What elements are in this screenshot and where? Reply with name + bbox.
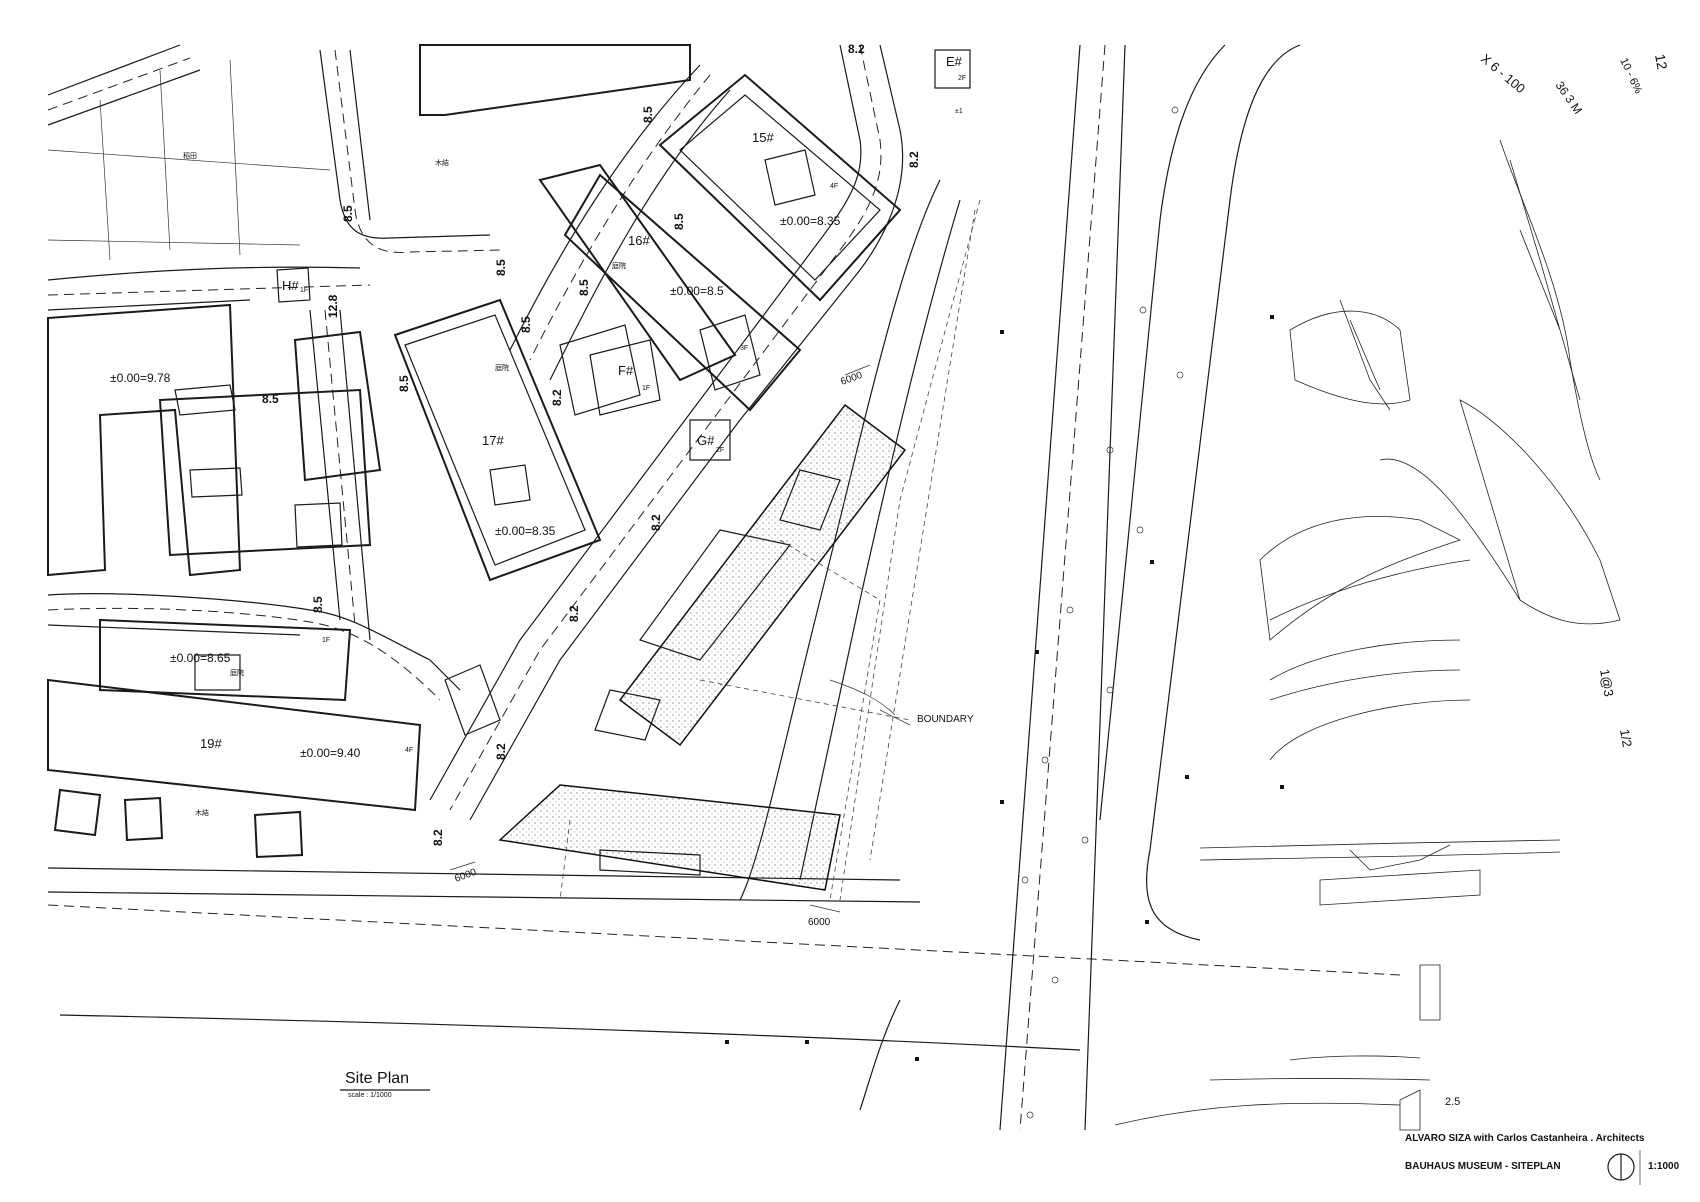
dimension-label: 8.2 (907, 151, 921, 168)
dimension-label: 8.5 (494, 259, 508, 276)
sketch-note: 2.5 (1445, 1096, 1460, 1108)
floor-label: 4F (405, 747, 413, 754)
dimension-label: 8.2 (494, 743, 508, 760)
level-label: ±0.00=9.40 (300, 746, 361, 760)
cjk-label: 稻田 (183, 151, 197, 160)
level-label: ±0.00=8.35 (495, 524, 556, 538)
dimension-label: 8.5 (397, 375, 411, 392)
level-label: ±0.00=8.65 (170, 651, 231, 665)
drawing-scale: 1:1000 (1648, 1161, 1680, 1172)
sketch-note: 36 3 M (1553, 79, 1586, 117)
dimension-label: 8.5 (519, 316, 533, 333)
dimension-label: 8.5 (262, 392, 279, 406)
dimension-label: 8.2 (550, 389, 564, 406)
dimension-label: 8.2 (431, 829, 445, 846)
building-g-floors: 2F (716, 447, 724, 454)
tree-markers (725, 106, 1284, 1119)
cjk-label: 庭院 (495, 363, 509, 372)
sketch-note: X 6 - 100 (1478, 51, 1528, 96)
building-h-floors: 1F (300, 287, 308, 294)
building-e-floors: 2F (958, 75, 966, 82)
dimension-label: 8.2 (567, 605, 581, 622)
cjk-label: 木結 (435, 158, 449, 167)
level-label: ±0.00=9.78 (110, 371, 171, 385)
dimension-label: 8.2 (848, 42, 865, 56)
dimension-label: 12.8 (326, 294, 340, 318)
cjk-label: 庭院 (612, 261, 626, 270)
building-outlines (47, 44, 971, 859)
floor-label: 4F (830, 183, 838, 190)
dimension-label: 8.5 (577, 279, 591, 296)
dimension-label: 8.5 (672, 213, 686, 230)
building-labels: 15# 16# 17# 19# E# 2F F# 1F G# 2F H# 1F … (110, 54, 974, 817)
cjk-label: 木結 (195, 808, 209, 817)
building-16-label: 16# (628, 233, 650, 248)
building-f-label: F# (618, 363, 634, 378)
level-label: ±0.00=8.35 (780, 214, 841, 228)
building-19-label: 19# (200, 736, 222, 751)
level-label: ±0.00=8.5 (670, 284, 724, 298)
building-g-label: G# (697, 433, 715, 448)
sketch-note: 10 - 6% (1617, 56, 1644, 96)
building-17-label: 17# (482, 433, 504, 448)
drawing-title: Site Plan (345, 1070, 410, 1087)
building-e-label: E# (946, 54, 963, 69)
sketch-note: 1/2 (1617, 728, 1635, 748)
dimension-label: 6000 (839, 370, 864, 388)
museum-building (449, 199, 981, 913)
building-h-label: H# (282, 278, 299, 293)
hand-sketches (1114, 139, 1621, 1131)
dimension-label: 6000 (453, 867, 478, 885)
sketch-notes: 12 10 - 6% 36 3 M X 6 - 100 1@3 1/2 2.5 (1445, 51, 1671, 1108)
building-f-floors: 1F (642, 385, 650, 392)
cjk-label: 庭院 (230, 668, 244, 677)
dimension-label: 8.5 (341, 205, 355, 222)
scale-note: scale : 1/1000 (348, 1092, 392, 1099)
building-15-label: 15# (752, 130, 774, 145)
floor-label: 3F (740, 345, 748, 352)
sketch-note: 12 (1652, 53, 1670, 71)
dimension-label: 8.2 (649, 514, 663, 531)
floor-label: 1F (322, 637, 330, 644)
project-title: BAUHAUS MUSEUM - SITEPLAN (1405, 1161, 1561, 1172)
boundary-label: BOUNDARY (917, 714, 974, 725)
level-label: ±1 (955, 108, 963, 115)
dimension-label: 8.5 (641, 106, 655, 123)
dimension-label: 8.5 (311, 596, 325, 613)
dimension-label: 6000 (808, 917, 831, 928)
north-arrow (1607, 1150, 1641, 1185)
architect-credit: ALVARO SIZA with Carlos Castanheira . Ar… (1405, 1133, 1645, 1144)
sketch-note: 1@3 (1597, 668, 1617, 698)
